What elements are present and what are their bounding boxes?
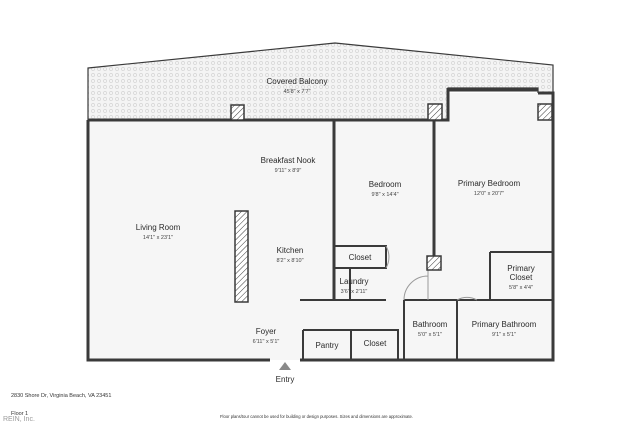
room-label-foyer: Foyer 6'11" x 5'1" <box>253 327 280 345</box>
room-label-living-room: Living Room 14'1" x 23'1" <box>136 223 181 241</box>
closet1-door <box>385 245 390 269</box>
room-name: Bedroom <box>369 180 402 189</box>
room-name: Foyer <box>256 327 277 336</box>
floor-label: Floor 1 <box>11 411 29 417</box>
room-name: Closet <box>349 253 372 262</box>
disclaimer: Floor plans/tour cannot be used for buil… <box>220 414 413 419</box>
room-dims: 9'8" x 14'4" <box>371 192 398 198</box>
closet1-walls <box>334 245 387 269</box>
room-name: Primary Bedroom <box>458 179 521 188</box>
room-dims: 12'0" x 20'7" <box>474 191 504 197</box>
room-dims: 5'8" x 4'4" <box>509 285 533 291</box>
column <box>426 255 442 271</box>
laundry-door <box>403 268 429 301</box>
column <box>537 103 553 121</box>
room-name: Laundry <box>340 277 369 286</box>
entry-arrow-icon <box>279 362 291 370</box>
room-label-laundry: Laundry 3'6" x 2'11" <box>340 277 369 295</box>
room-dims: 9'1" x 5'1" <box>492 332 516 338</box>
room-name: Bathroom <box>413 320 448 329</box>
room-label-primary-bedroom: Primary Bedroom 12'0" x 20'7" <box>458 179 521 197</box>
room-name: Living Room <box>136 223 181 232</box>
room-name: Covered Balcony <box>267 77 328 86</box>
primary-closet-walls <box>489 251 553 300</box>
room-name-line: Closet <box>510 273 533 282</box>
room-dims: 3'6" x 2'11" <box>341 289 368 295</box>
room-dims: 45'8" x 7'7" <box>283 89 310 95</box>
room-dims: 5'0" x 5'1" <box>418 332 442 338</box>
room-label-pantry: Pantry <box>315 341 338 350</box>
bath-walls <box>403 299 553 360</box>
room-dims: 8'2" x 8'10" <box>276 258 303 264</box>
room-dims: 14'1" x 23'1" <box>143 235 173 241</box>
room-name: Breakfast Nook <box>261 156 317 165</box>
brand-watermark: REIN, Inc. <box>3 416 35 423</box>
bath-door <box>456 296 478 301</box>
address: 2830 Shore Dr, Virginia Beach, VA 23451 <box>11 393 112 399</box>
room-dims: 9'11" x 8'9" <box>275 168 302 174</box>
room-name: Primary Bathroom <box>472 320 537 329</box>
laundry-walls <box>300 268 386 301</box>
room-label-closet-2: Closet <box>364 339 387 348</box>
room-label-closet: Closet <box>349 253 372 262</box>
room-name-line: Primary <box>507 264 535 273</box>
room-dims: 6'11" x 5'1" <box>253 339 280 345</box>
column <box>230 104 245 121</box>
column <box>427 103 443 121</box>
room-label-bathroom: Bathroom 5'0" x 5'1" <box>413 320 448 338</box>
pantry-closet-walls <box>302 329 399 360</box>
kitchen-island <box>234 210 249 303</box>
room-label-balcony: Covered Balcony 45'8" x 7'7" <box>267 77 328 95</box>
outer-wall <box>86 88 555 362</box>
interior-floor <box>88 93 553 360</box>
entry-label: Entry <box>276 375 295 384</box>
room-label-breakfast-nook: Breakfast Nook 9'11" x 8'9" <box>261 156 317 174</box>
room-name: Kitchen <box>277 246 304 255</box>
room-name: Closet <box>364 339 387 348</box>
room-label-bedroom: Bedroom 9'8" x 14'4" <box>369 180 402 198</box>
room-name: Pantry <box>315 341 338 350</box>
room-label-kitchen: Kitchen 8'2" x 8'10" <box>276 246 303 264</box>
room-label-primary-bathroom: Primary Bathroom 9'1" x 5'1" <box>472 320 537 338</box>
